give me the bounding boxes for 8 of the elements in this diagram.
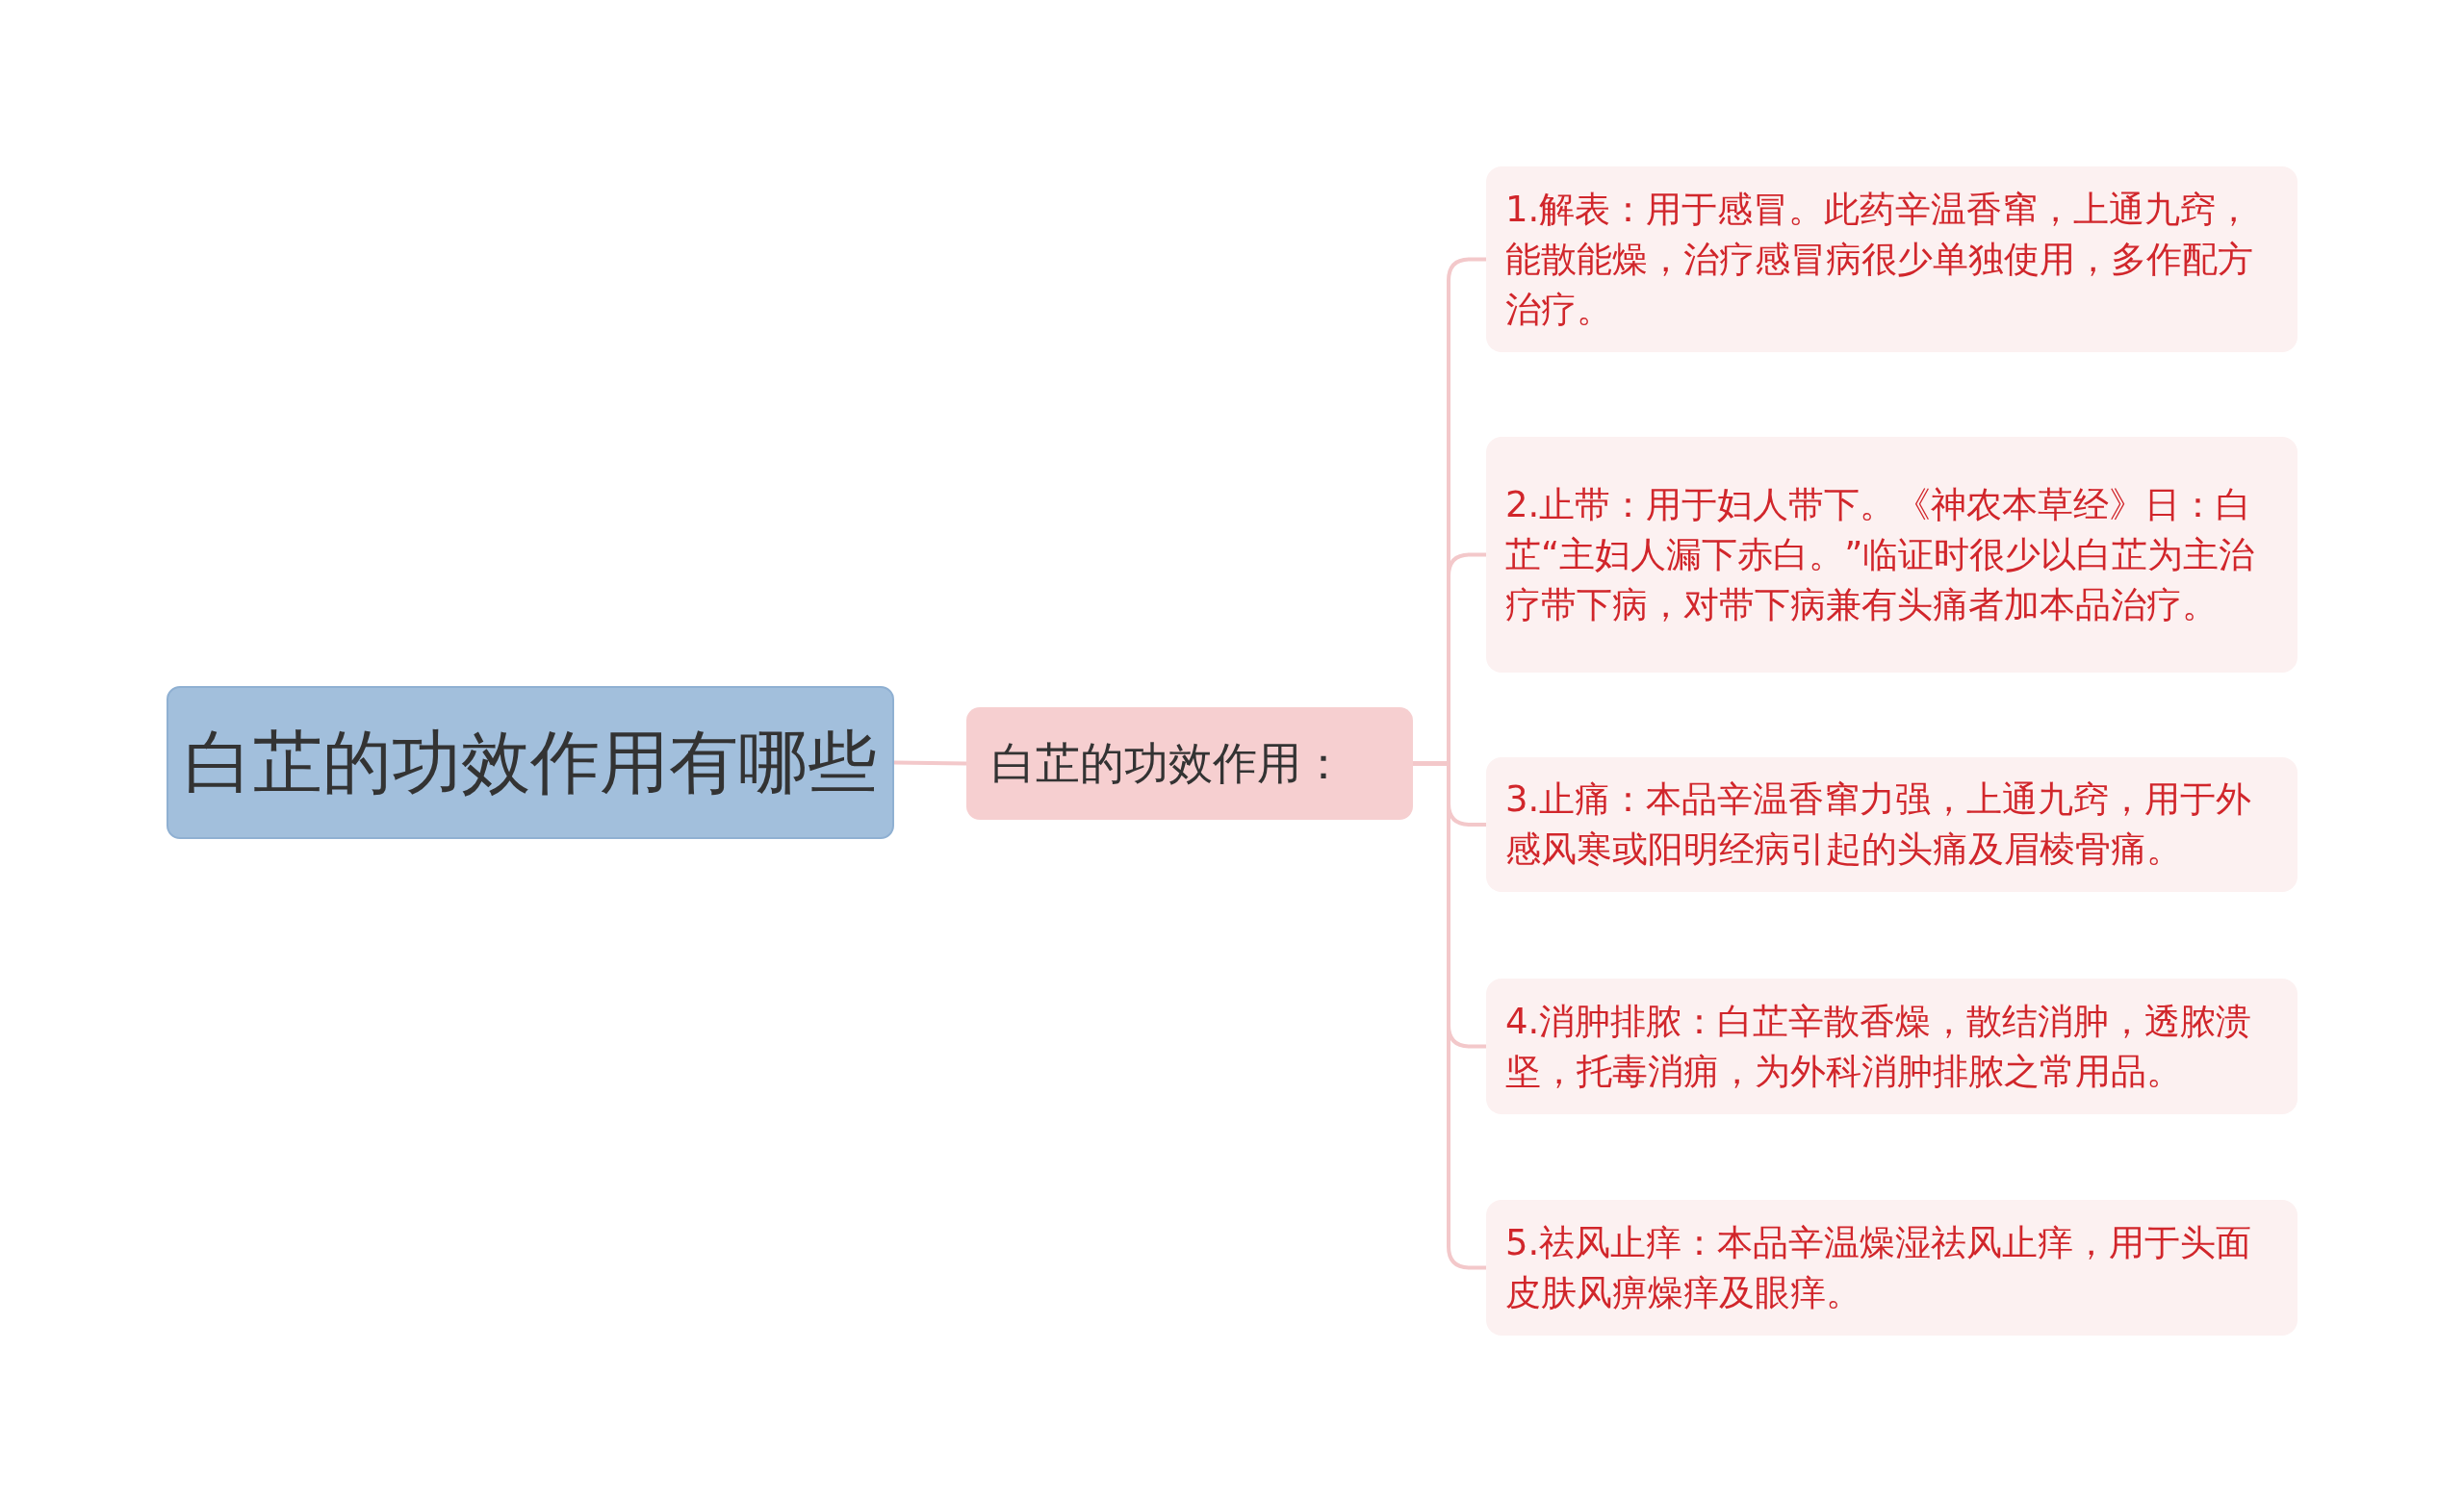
- detail-box: 2.止带：用于妇人带下。《神农本草经》日：白芷“主妇人漏下赤白。”临证时很少以白芷为主治疗带下病，对带下病兼有头痛者加本品治疗。: [1486, 437, 2297, 673]
- detail-box: 1.解表：用于感冒。此药辛温香窜，上通九窍，能散能燥，治疗感冒病很少单独使用，多作配方治疗。: [1486, 166, 2297, 352]
- connector-line: [893, 760, 967, 766]
- detail-box: 4.消肿排脓：白芷辛散香燥，散结消肿，透脓溃坚，托毒消痈，为外科消肿排脓之常用品。: [1486, 979, 2297, 1114]
- topic-box: 白芷的功效作用有哪些: [167, 686, 894, 839]
- detail-box: 3.止痛：本品辛温香窜力强，上通九窍，用于外感风寒或阳明经病引起的头痛及眉棱骨痛。: [1486, 757, 2297, 892]
- subtopic-box: 白芷的功效作用：: [966, 707, 1413, 820]
- detail-box: 5.祛风止痒：本品辛温燥湿祛风止痒，用于头面皮肤风痹燥痒及眼痒。: [1486, 1200, 2297, 1336]
